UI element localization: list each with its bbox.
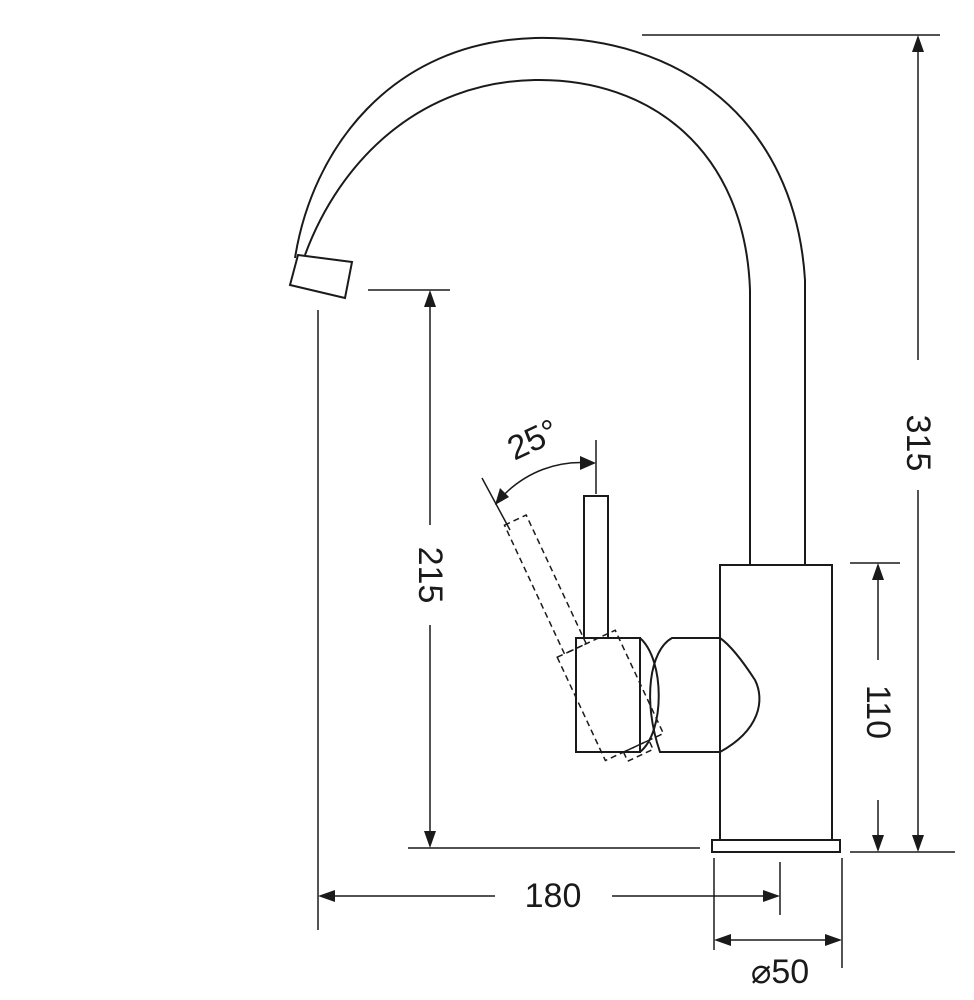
lever-rotated [503,514,665,763]
dim-height-total: 315 [642,34,955,853]
spout-aerator [288,253,354,300]
base-plate [711,839,841,853]
label-reach: 180 [525,877,582,915]
dim-body-height: 110 [850,562,900,852]
label-lever-angle: 25° [502,412,565,468]
dim-base-diameter: ⌀50 [713,858,843,991]
valve-housing [649,637,761,753]
lever-handle [583,495,609,639]
label-height-total: 315 [899,415,937,472]
dim-spout-height: 215 [368,289,700,849]
faucet-body [719,564,833,841]
lever-collar-detail [639,637,660,753]
label-base-diameter: ⌀50 [751,953,809,991]
dim-lever-angle: 25° [481,412,597,531]
spout-outer [304,78,751,565]
lever-collar [575,637,641,753]
faucet-outline [288,36,841,853]
spout-inner [294,36,806,565]
dim-reach: 180 [317,310,781,930]
label-body-height: 110 [859,685,897,739]
label-spout-height: 215 [411,547,449,604]
